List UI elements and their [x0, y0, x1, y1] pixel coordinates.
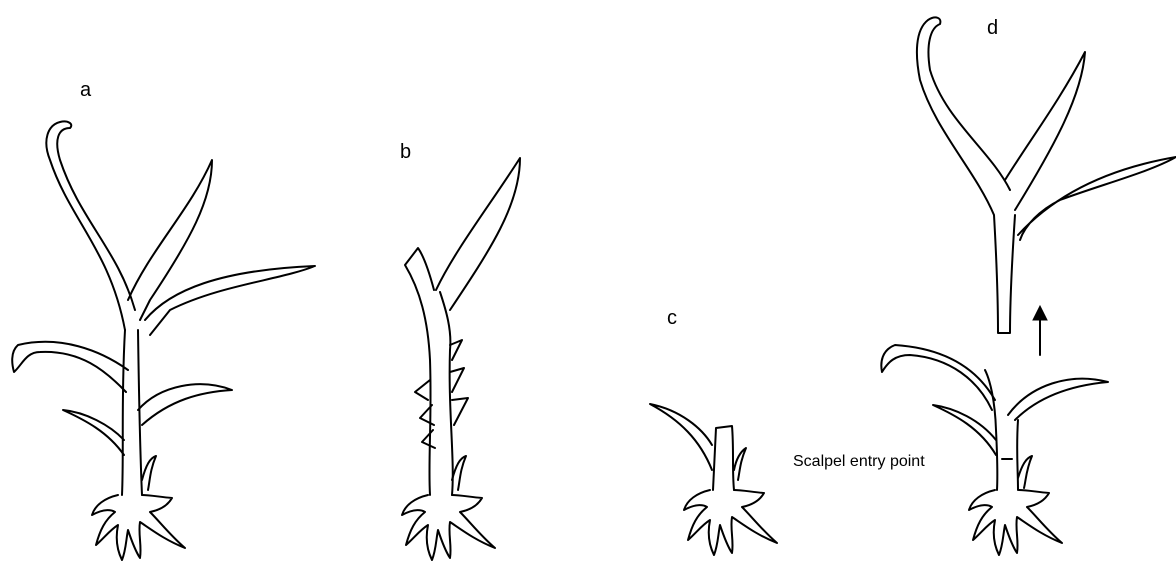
- plant-a-leaf-curled: [46, 121, 135, 330]
- plant-b-stem: [405, 248, 453, 495]
- plant-d-roots: [969, 490, 1062, 555]
- plant-d-arrow-head: [1033, 306, 1047, 320]
- plant-a-roots: [92, 495, 185, 560]
- panel-label-c: c: [667, 308, 677, 328]
- plant-c-stem: [713, 426, 734, 490]
- plant-a-leaf-left-mid: [12, 342, 128, 392]
- plant-b-leaf-upright: [436, 158, 520, 310]
- plant-c-roots: [684, 490, 777, 555]
- plant-a: [12, 121, 315, 560]
- plant-d-base-stem: [985, 370, 1018, 490]
- plant-a-leaf-left-low: [63, 410, 124, 455]
- plant-d-base-leaf-left: [881, 345, 995, 410]
- plant-c: [650, 404, 777, 555]
- plant-d: [881, 17, 1176, 555]
- plant-d-top-section: [917, 17, 1176, 333]
- panel-label-a: a: [80, 80, 91, 100]
- plant-a-leaf-upright: [128, 160, 212, 320]
- panel-label-b: b: [400, 142, 411, 162]
- plant-a-shoot: [142, 456, 156, 490]
- plant-b-roots: [402, 495, 495, 560]
- scalpel-entry-label: Scalpel entry point: [793, 454, 925, 470]
- plant-b-leaf-stubs: [415, 340, 468, 448]
- plant-b-shoot: [452, 456, 466, 490]
- plant-b: [402, 158, 520, 560]
- plant-d-base-shoot: [1018, 456, 1032, 488]
- plant-c-leaf-left: [650, 404, 712, 470]
- panel-label-d: d: [987, 18, 998, 38]
- plant-d-base-leaf-right: [1008, 379, 1108, 420]
- plant-c-leaf-right: [734, 448, 746, 480]
- plant-a-leaf-right-low: [138, 384, 232, 425]
- plant-a-leaf-right-mid: [145, 266, 315, 335]
- plant-a-stem: [122, 330, 142, 495]
- plant-d-base-leaf-left-low: [933, 405, 996, 455]
